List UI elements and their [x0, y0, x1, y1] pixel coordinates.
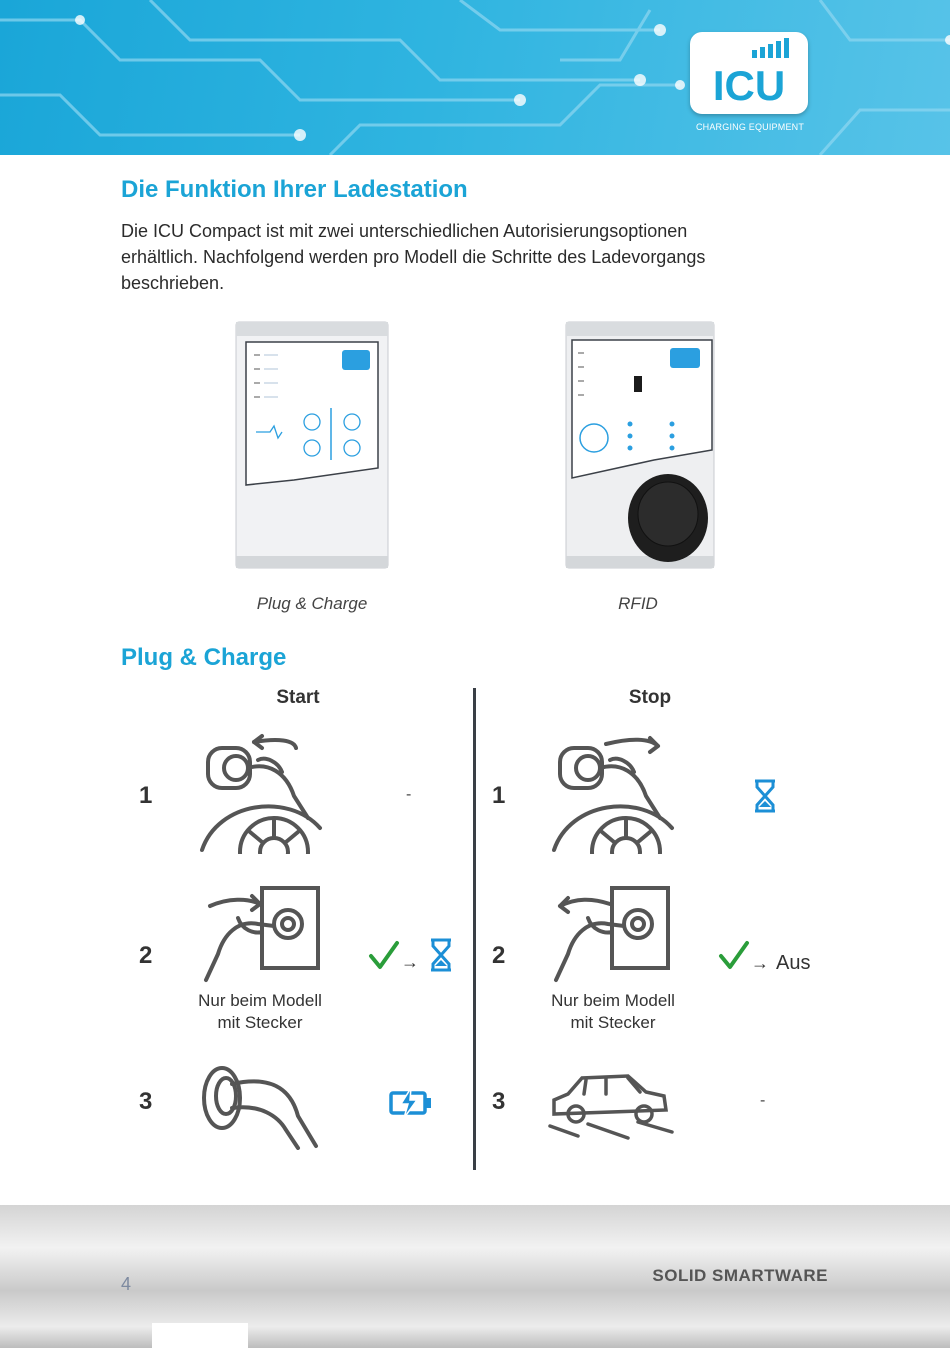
note-line: mit Stecker	[570, 1013, 656, 1032]
stop-step2-status: Aus	[776, 952, 811, 974]
logo-subtitle: CHARGING EQUIPMENT	[695, 122, 805, 132]
section-title-function: Die Funktion Ihrer Ladestation	[121, 176, 468, 203]
note-line: Nur beim Modell	[551, 991, 675, 1010]
battery-charging-icon	[389, 1088, 431, 1118]
note-line: mit Stecker	[217, 1013, 303, 1032]
stop-step3-status: -	[760, 1092, 766, 1109]
insert-plug-into-station-illustration	[204, 886, 320, 982]
stop-step-number: 2	[492, 942, 506, 969]
hourglass-icon	[431, 938, 451, 972]
paragraph-line: Die ICU Compact ist mit zwei unterschied…	[121, 221, 688, 241]
svg-text:ICU: ICU	[713, 62, 785, 109]
device-rfid-image	[565, 321, 715, 569]
start-step-note: Nur beim Modell mit Stecker	[180, 990, 340, 1034]
header-banner: ICU CHARGING EQUIPMENT	[0, 0, 950, 155]
caption-plug-and-charge: Plug & Charge	[256, 594, 368, 613]
arrow-icon: →	[401, 952, 419, 972]
note-line: Nur beim Modell	[198, 991, 322, 1010]
start-step-number: 3	[139, 1088, 153, 1115]
circuit-pattern-decoration	[0, 0, 950, 155]
checkmark-icon	[719, 941, 749, 969]
remove-plug-from-car-illustration	[552, 736, 674, 854]
charging-cable-illustration	[202, 1066, 318, 1150]
remove-plug-from-station-illustration	[554, 886, 670, 982]
hourglass-icon	[755, 779, 775, 813]
device-plug-and-charge-image	[235, 321, 389, 569]
stop-step-note: Nur beim Modell mit Stecker	[533, 990, 693, 1034]
paragraph-line: erhältlich. Nachfolgend werden pro Model…	[121, 247, 706, 267]
stop-heading: Stop	[628, 687, 672, 708]
start-step-number: 1	[139, 782, 153, 809]
start-step1-status: -	[406, 786, 412, 803]
column-divider	[473, 688, 476, 1170]
paragraph-line: beschrieben.	[121, 273, 225, 293]
footer-tab-decoration	[152, 1323, 248, 1348]
footer-band	[0, 1205, 950, 1348]
icu-logo-icon: ICU	[713, 38, 789, 109]
stop-step-number: 1	[492, 782, 506, 809]
intro-paragraph: Die ICU Compact ist mit zwei unterschied…	[121, 218, 841, 296]
footer-brand: SOLID SMARTWARE	[652, 1266, 828, 1285]
insert-plug-into-car-illustration	[200, 734, 322, 854]
caption-rfid: RFID	[618, 594, 658, 613]
stop-step-number: 3	[492, 1088, 506, 1115]
page-number: 4	[121, 1274, 132, 1294]
start-step-number: 2	[139, 942, 153, 969]
car-driving-away-illustration	[548, 1074, 674, 1140]
section-title-plug-and-charge: Plug & Charge	[121, 644, 287, 671]
icu-logo: ICU	[690, 32, 808, 114]
start-heading: Start	[276, 687, 320, 708]
arrow-icon: →	[751, 953, 769, 973]
checkmark-icon	[369, 941, 399, 969]
